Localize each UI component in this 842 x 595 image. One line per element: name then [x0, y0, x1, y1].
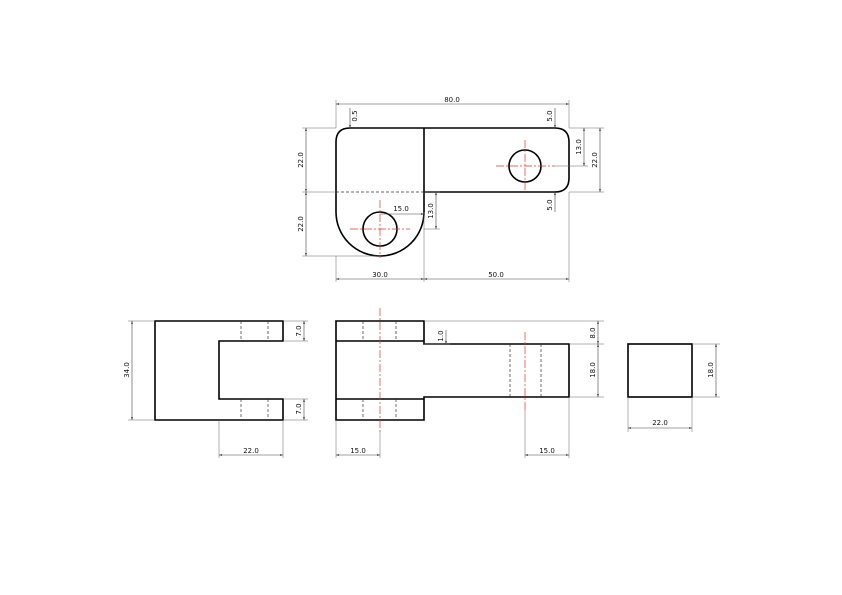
dim-text-width-right: 50.0	[488, 271, 504, 279]
dim-text-right-hole-offset: 13.0	[575, 139, 583, 155]
dim-text-arm-height: 18.0	[589, 362, 597, 378]
dim-text-hole-offset-x: 15.0	[393, 205, 409, 213]
dim-text-bottom-fillet: 5.0	[546, 199, 554, 210]
dim-text-height-upper: 22.0	[297, 152, 305, 168]
dim-text-right-height: 22.0	[591, 152, 599, 168]
dim-text-hole-left: 15.0	[350, 447, 366, 455]
front-view: 1.0 8.0 18.0 15.0 15.0	[335, 308, 604, 458]
side-view-outline	[154, 320, 284, 421]
dim-text-step: 1.0	[437, 330, 445, 341]
top-view: 80.0 22.0 22.0 22.0 13.0 15.0 13.0 30.0 …	[297, 96, 604, 282]
dim-text-fillet-left: 0.5	[351, 110, 359, 121]
dim-text-hole-offset-y: 13.0	[427, 203, 435, 219]
dim-text-fillet-right: 5.0	[546, 110, 554, 121]
end-view-outline	[627, 343, 693, 398]
end-view: 18.0 22.0	[627, 343, 720, 432]
dim-text-slot-top: 7.0	[295, 325, 303, 336]
left-side-view: 34.0 7.0 7.0 22.0	[123, 320, 308, 458]
dim-text-slot-bottom: 7.0	[295, 403, 303, 414]
dim-text-height-lower: 22.0	[297, 216, 305, 232]
dim-text-width-left: 30.0	[372, 271, 388, 279]
dim-text-end-width: 22.0	[652, 419, 668, 427]
dim-text-side-height: 34.0	[123, 362, 131, 378]
dim-text-overall-width: 80.0	[444, 96, 460, 104]
dim-text-top-thickness: 8.0	[589, 327, 597, 338]
front-view-outline	[335, 320, 570, 421]
dim-text-hole-right: 15.0	[539, 447, 555, 455]
dim-text-slot-width: 22.0	[243, 447, 259, 455]
top-view-outline	[335, 127, 570, 257]
dim-text-end-height: 18.0	[707, 362, 715, 378]
